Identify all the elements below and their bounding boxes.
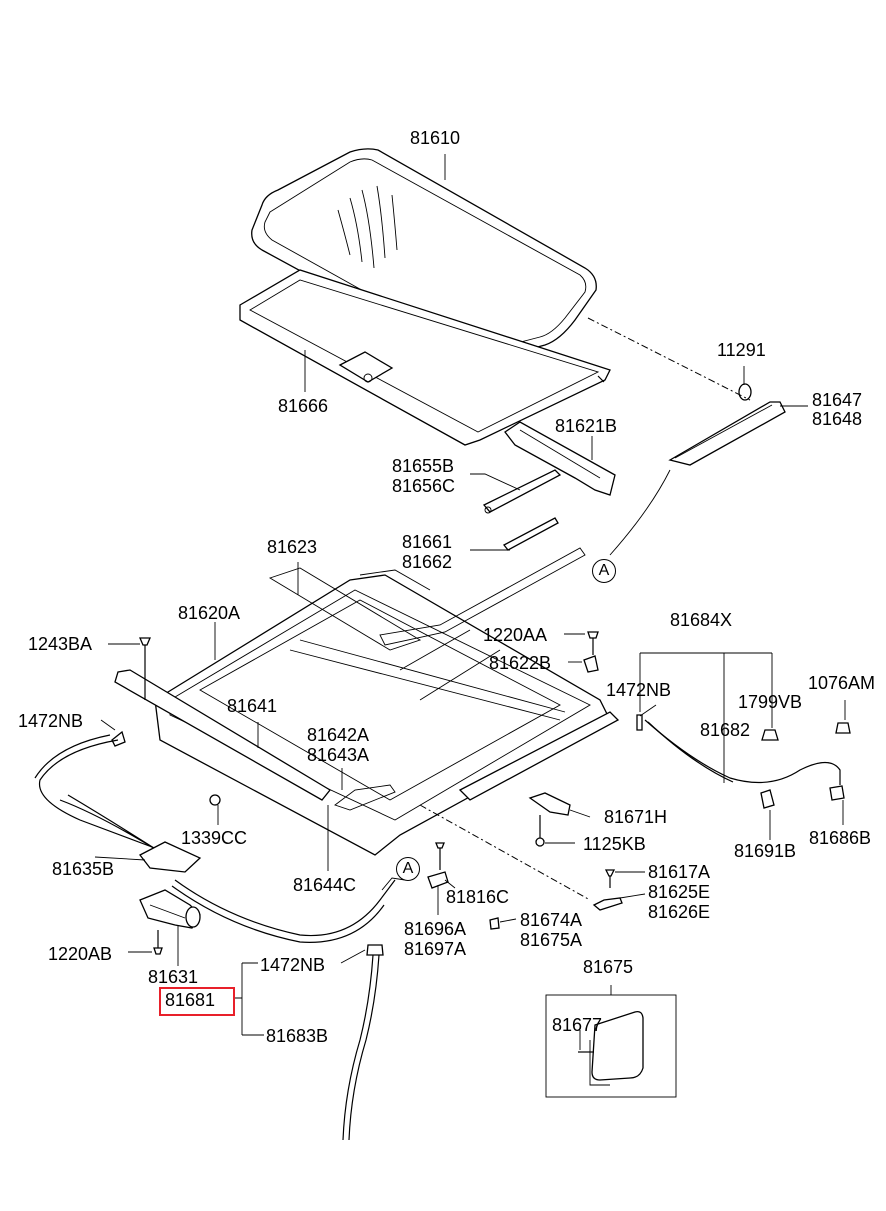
front-cross-bar	[114, 669, 331, 801]
grommet	[209, 794, 221, 806]
callout-81631: 81631	[148, 967, 199, 987]
support-bracket	[528, 792, 571, 816]
sunroof-glass-panel	[251, 148, 597, 363]
callout-1220aa: 1220AA	[483, 625, 548, 645]
drain-hose-right	[644, 719, 841, 785]
callout-1220ab: 1220AB	[48, 944, 113, 964]
sunshade-assembly	[239, 269, 611, 446]
side-guide-rail	[458, 711, 620, 801]
callout-81647: 81647	[812, 390, 863, 410]
callout-11291: 11291	[717, 340, 766, 360]
inset-box	[545, 994, 677, 1098]
rear-drain-hose	[342, 954, 374, 1141]
callout-81642a: 81642A	[307, 725, 370, 745]
callout-81662: 81662	[402, 552, 453, 572]
callout-1339cc: 1339CC	[181, 828, 248, 848]
callout-81681[interactable]: 81681	[165, 990, 216, 1010]
callout-81661: 81661	[402, 532, 453, 552]
drive-cable-left	[38, 739, 161, 851]
callout-81686b: 81686B	[809, 828, 872, 848]
sunroof-frame	[154, 547, 611, 856]
callout-81625e: 81625E	[648, 882, 711, 902]
rear-rail	[504, 421, 616, 496]
callout-81621b: 81621B	[555, 416, 618, 436]
callout-81622b: 81622B	[489, 653, 552, 673]
sunroof-motor	[139, 889, 201, 929]
callout-81696a: 81696A	[404, 919, 467, 939]
callout-1076am: 1076AM	[808, 673, 876, 693]
callout-81635b: 81635B	[52, 859, 115, 879]
callout-81697a: 81697A	[404, 939, 467, 959]
callout-1472nb-left: 1472NB	[18, 711, 84, 731]
deflector-arm	[482, 469, 562, 513]
callout-81610: 81610	[410, 128, 461, 148]
frame-reference-line	[419, 804, 591, 901]
callout-81691b: 81691B	[734, 841, 797, 861]
callout-81620a: 81620A	[178, 603, 241, 623]
reference-marker-a-lower: A	[396, 857, 420, 881]
guide-strip	[503, 517, 559, 551]
callout-81617a: 81617A	[648, 862, 711, 882]
sealant-tube	[591, 1010, 644, 1081]
highlight-box-81681	[159, 987, 235, 1016]
callout-81683b: 81683B	[266, 1026, 329, 1046]
callout-81674a: 81674A	[520, 910, 583, 930]
callout-1243ba: 1243BA	[28, 634, 93, 654]
motor-bracket	[139, 841, 202, 873]
callout-1799vb: 1799VB	[738, 692, 803, 712]
callout-81648: 81648	[812, 409, 863, 429]
side-bracket	[668, 383, 786, 466]
callout-81671h: 81671H	[604, 807, 668, 827]
assembly-reference-line	[587, 317, 751, 401]
callout-81626e: 81626E	[648, 902, 711, 922]
callout-81666: 81666	[278, 396, 329, 416]
callout-1472nb-right: 1472NB	[606, 680, 672, 700]
callout-81641: 81641	[227, 696, 278, 716]
bracket-lead	[609, 469, 671, 556]
callout-81643a: 81643A	[307, 745, 370, 765]
callout-1125kb: 1125KB	[583, 834, 646, 854]
callout-81682: 81682	[700, 720, 751, 740]
callout-81644c: 81644C	[293, 875, 357, 895]
callout-81684x: 81684X	[670, 610, 733, 630]
callout-81677: 81677	[552, 1015, 603, 1035]
leader-lines	[94, 154, 846, 1086]
drain-bracket	[334, 784, 396, 811]
callout-81675a: 81675A	[520, 930, 583, 950]
drive-cable-front	[174, 879, 396, 937]
callout-1472nb-bottom: 1472NB	[260, 955, 326, 975]
callout-81675: 81675	[583, 957, 634, 977]
callout-81623: 81623	[267, 537, 318, 557]
callout-81656c: 81656C	[392, 476, 456, 496]
callout-81655b: 81655B	[392, 456, 455, 476]
callout-81816c: 81816C	[446, 887, 510, 907]
reference-marker-a-upper: A	[592, 559, 616, 583]
